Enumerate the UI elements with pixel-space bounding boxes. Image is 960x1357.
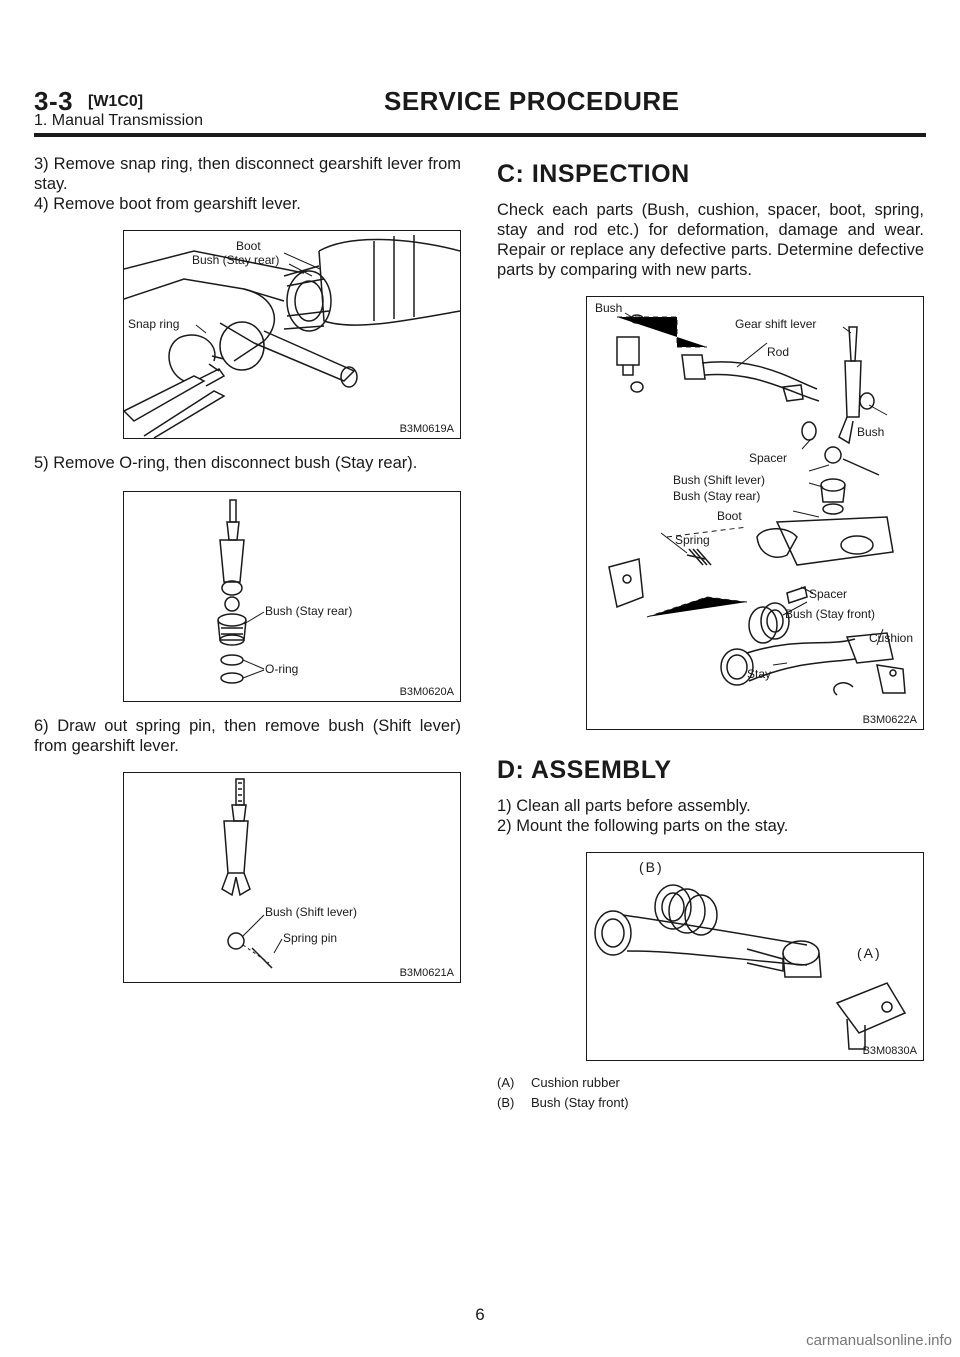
section-code: [W1C0]: [88, 93, 144, 110]
step-5-text: 5) Remove O-ring, then disconnect bush (…: [34, 454, 418, 472]
label-bush-shift-lever: Bush (Shift lever): [265, 905, 358, 919]
label-b: (B): [639, 859, 664, 875]
legend-text: Cushion rubber: [531, 1075, 620, 1090]
label-cushion: Cushion: [869, 631, 914, 645]
figure-oring-removal: Bush (Stay rear) O-ring B3M0620A: [123, 491, 461, 702]
figure-caption: B3M0619A: [399, 423, 454, 435]
figure-caption: B3M0620A: [399, 686, 454, 698]
watermark: carmanualsonline.info: [806, 1332, 952, 1349]
page-subtitle: 1. Manual Transmission: [34, 112, 203, 129]
legend-item-b: (B) Bush (Stay front): [497, 1093, 924, 1113]
oring-removal-illustration: [217, 499, 265, 684]
label-bush: Bush: [595, 301, 623, 315]
legend-key: (B): [497, 1095, 515, 1110]
label-bush-right: Bush: [857, 425, 885, 439]
label-spring: Spring: [675, 533, 710, 547]
section-number: 3-3: [34, 86, 74, 116]
legend-text: Bush (Stay front): [531, 1095, 629, 1110]
label-o-ring: O-ring: [265, 662, 299, 676]
boot-removal-illustration: [124, 235, 460, 438]
label-bush-stay-rear: Bush (Stay rear): [673, 489, 761, 503]
figure-exploded-parts: Bush Gear shift lever Rod Bush Spacer Bu…: [586, 296, 924, 730]
label-bush-stay-rear: Bush (Stay rear): [192, 253, 280, 267]
label-a: (A): [857, 945, 882, 961]
page-title: SERVICE PROCEDURE: [384, 86, 680, 116]
label-spring-pin: Spring pin: [283, 931, 338, 945]
label-boot: Boot: [717, 509, 742, 523]
assembly-heading: D: ASSEMBLY: [497, 756, 672, 784]
step-6-text: 6) Draw out spring pin, then remove bush…: [34, 717, 461, 755]
label-bush-stay-rear: Bush (Stay rear): [265, 604, 353, 618]
step-4-text: 4) Remove boot from gearshift lever.: [34, 195, 301, 213]
label-snap-ring: Snap ring: [128, 317, 180, 331]
figure-spring-pin-removal: Bush (Shift lever) Spring pin B3M0621A: [123, 772, 461, 983]
figure-boot-removal: Boot Bush (Stay rear) Snap ring B3M0619A: [123, 230, 461, 439]
assembly-step-2: 2) Mount the following parts on the stay…: [497, 817, 789, 835]
label-gear-shift-lever: Gear shift lever: [735, 317, 817, 331]
inspection-heading: C: INSPECTION: [497, 160, 690, 188]
stay-assembly-illustration: [594, 884, 907, 1050]
step-3-text: 3) Remove snap ring, then disconnect gea…: [34, 155, 461, 193]
spring-pin-illustration: [221, 778, 283, 969]
label-bush-shift-lever: Bush (Shift lever): [673, 473, 766, 487]
page-number: 6: [475, 1305, 485, 1324]
label-spacer-lower: Spacer: [809, 587, 848, 601]
label-boot: Boot: [236, 239, 261, 253]
label-spacer: Spacer: [749, 451, 788, 465]
header-rule: [34, 133, 926, 137]
label-stay: Stay: [747, 667, 772, 681]
figure-caption: B3M0621A: [399, 967, 454, 979]
legend-item-a: (A) Cushion rubber: [497, 1073, 924, 1093]
exploded-parts-illustration: [608, 312, 906, 696]
left-column: 3) Remove snap ring, then disconnect gea…: [34, 154, 461, 983]
figure-caption: B3M0830A: [862, 1045, 917, 1057]
label-rod: Rod: [767, 345, 790, 359]
figure-stay-assembly: (B) (A) B3M0830A: [586, 852, 924, 1061]
inspection-text: Check each parts (Bush, cushion, spacer,…: [497, 201, 924, 279]
legend-key: (A): [497, 1075, 515, 1090]
assembly-step-1: 1) Clean all parts before assembly.: [497, 797, 751, 815]
figure-legend: (A) Cushion rubber (B) Bush (Stay front): [497, 1073, 924, 1113]
right-column: C: INSPECTION Check each parts (Bush, cu…: [497, 158, 924, 1113]
label-bush-stay-front: Bush (Stay front): [785, 607, 876, 621]
figure-caption: B3M0622A: [862, 714, 917, 726]
